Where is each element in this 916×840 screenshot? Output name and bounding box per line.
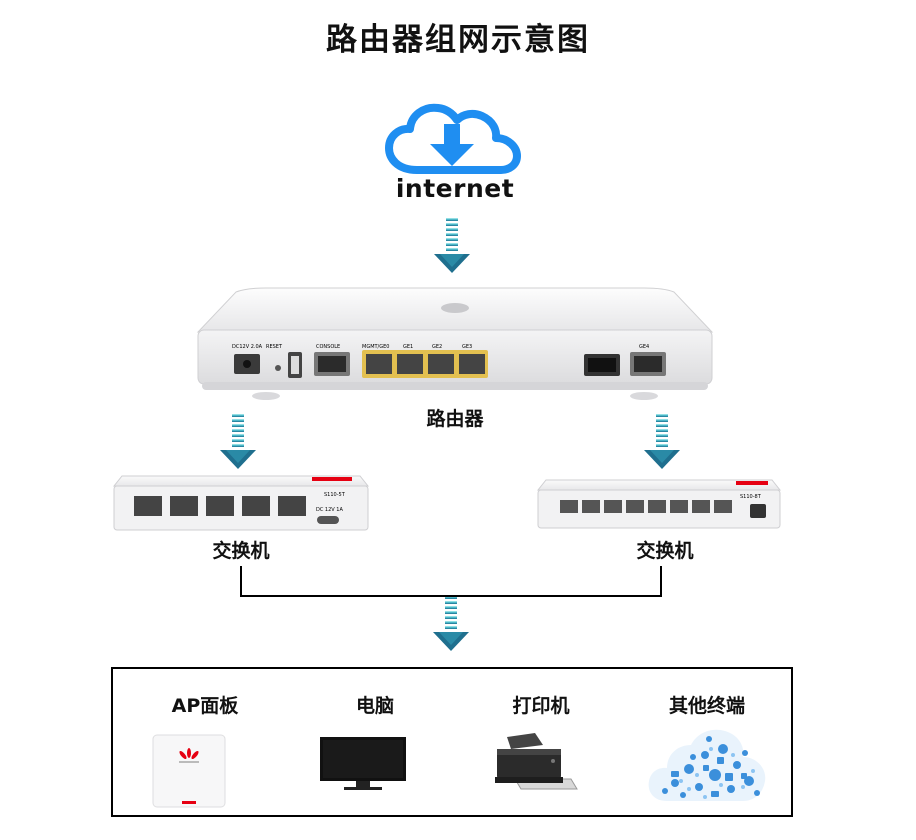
switch-model-label: S110-5T — [324, 492, 346, 498]
endpoint-label: 其他终端 — [668, 695, 745, 717]
router-port-label: DC12V 2.0A — [232, 344, 263, 350]
monitor-icon — [320, 737, 406, 790]
switch-label: 交换机 — [212, 540, 270, 562]
router-port-label: GE3 — [462, 344, 472, 350]
printer-icon — [495, 733, 578, 790]
internet-label: internet — [395, 174, 515, 203]
router-device-image: DC12V 2.0A RESET CONSOLE MGMT/GE0 GE1 GE… — [196, 287, 714, 400]
cloud-download-icon — [385, 103, 521, 174]
endpoints-panel: AP面板 电脑 打印机 其他终端 — [111, 667, 793, 817]
page-title: 路由器组网示意图 — [326, 22, 590, 58]
switch-label: 交换机 — [636, 540, 694, 562]
switch-5-port-image: S110-5T DC 12V 1A — [112, 475, 370, 531]
router-port-label: GE1 — [403, 344, 413, 350]
switch-8-port-image: S110-8T — [536, 479, 782, 529]
router-label: 路由器 — [426, 408, 484, 430]
ap-panel-icon — [152, 734, 226, 808]
endpoint-label: 电脑 — [355, 695, 394, 717]
cloud-devices-icon — [648, 729, 766, 801]
router-port-label: GE2 — [432, 344, 442, 350]
switch-power-label: DC 12V 1A — [316, 507, 343, 513]
router-port-label: MGMT/GE0 — [362, 344, 389, 350]
endpoint-label: AP面板 — [171, 695, 239, 717]
router-port-label: CONSOLE — [316, 344, 340, 350]
router-port-label: GE4 — [639, 344, 649, 350]
switch-model-label: S110-8T — [740, 494, 762, 500]
router-port-label: RESET — [266, 344, 283, 350]
endpoint-label: 打印机 — [512, 695, 570, 717]
